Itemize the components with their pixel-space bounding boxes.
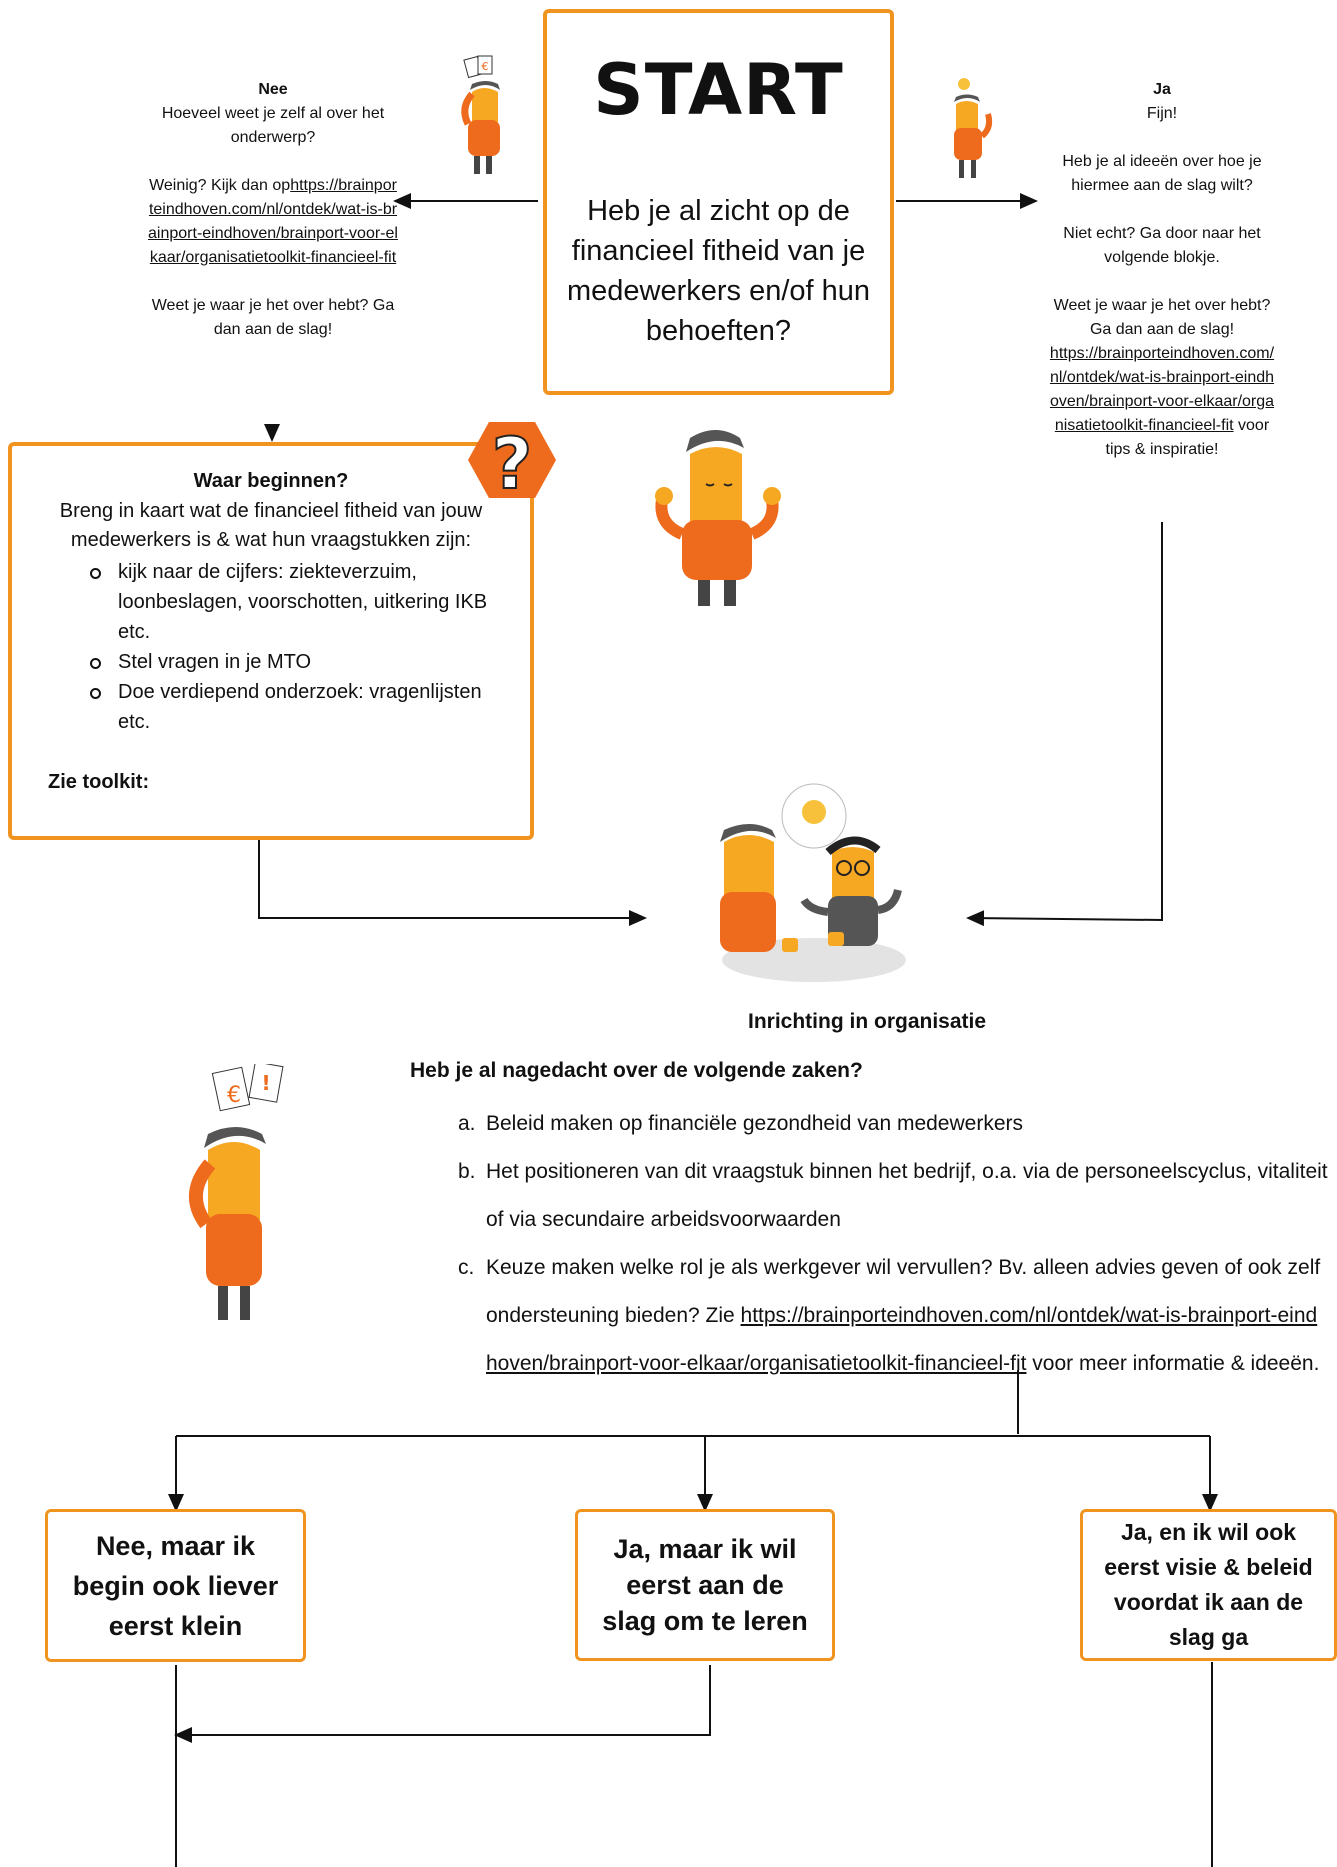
ja-line5: https://brainporteindhoven.com/nl/ontdek… [1046,342,1278,462]
ja-heading: Ja [1153,81,1171,98]
start-box: START Heb je al zicht op de financieel f… [543,9,894,395]
inrichting-question: Heb je al nagedacht over de volgende zak… [410,1059,863,1082]
nee-branch-text: Nee Hoeveel weet je zelf al over het ond… [148,78,398,342]
inrichting-item: c. Keuze maken welke rol je als werkgeve… [408,1244,1328,1388]
item-text-before: Keuze maken welke rol je als werkgever w… [486,1256,1321,1327]
waar-intro: Breng in kaart wat de financieel fitheid… [59,500,483,551]
confident-person-icon [655,430,781,606]
item-marker: b. [458,1160,476,1183]
option-box-visie: Ja, en ik wil ook eerst visie & beleid v… [1080,1509,1337,1661]
inrichting-item: a. Beleid maken op financiële gezondheid… [408,1100,1328,1148]
ja-branch-text: Ja Fijn! Heb je al ideeën over hoe je hi… [1046,78,1278,462]
toolkit-link-left[interactable]: https://brainporteindhoven.com/nl/ontdek… [148,177,398,266]
ja-line3: Niet echt? Ga door naar het volgende blo… [1063,225,1261,266]
waar-bullet: Doe verdiepend onderzoek: vragenlijsten … [74,677,500,737]
waar-bullet: kijk naar de cijfers: ziekteverzuim, loo… [74,557,500,647]
option-label: Ja, maar ik wil eerst aan de slag om te … [602,1534,808,1636]
toolkit-link-inrichting[interactable]: https://brainporteindhoven.com/nl/ontdek… [486,1304,1318,1375]
arrow-ja-to-inrichting [966,522,1163,927]
svg-text:€: € [482,60,489,73]
question-badge-icon: ? [468,422,556,500]
nee-line1: Hoeveel weet je zelf al over het onderwe… [161,105,385,146]
item-marker: a. [458,1112,476,1135]
item-text: Het positioneren van dit vraagstuk binne… [486,1160,1328,1231]
nee-line2: Weinig? Kijk dan ophttps://brainporteind… [148,174,398,270]
waar-title: Waar beginnen? [193,470,349,492]
start-question: Heb je al zicht op de financieel fitheid… [566,195,871,347]
waar-bullets: kijk naar de cijfers: ziekteverzuim, loo… [74,557,500,737]
thinking-person-icon: € ! [188,1064,284,1320]
start-title: START [593,49,844,131]
option-label: Nee, maar ik begin ook liever eerst klei… [72,1530,279,1641]
nee-heading: Nee [258,81,288,98]
meeting-people-icon [720,783,906,982]
option-box-klein: Nee, maar ik begin ook liever eerst klei… [45,1509,306,1662]
inrichting-list: a. Beleid maken op financiële gezondheid… [408,1100,1328,1388]
option-box-leren: Ja, maar ik wil eerst aan de slag om te … [575,1509,835,1661]
inrichting-title: Inrichting in organisatie [748,1010,987,1033]
item-text-after: voor meer informatie & ideeën. [1026,1352,1320,1375]
inrichting-item: b. Het positioneren van dit vraagstuk bi… [408,1148,1328,1244]
item-marker: c. [458,1256,475,1279]
arrow-option-2-merge [174,1665,711,1743]
svg-text:€: € [227,1083,241,1108]
waar-bullet: Stel vragen in je MTO [74,647,500,677]
svg-text:!: ! [261,1071,270,1095]
confused-person-icon: € [461,55,500,174]
question-badge-label: ? [492,423,533,500]
ja-line4: Weet je waar je het over hebt? Ga dan aa… [1053,297,1271,338]
ja-line1: Fijn! [1146,105,1178,122]
option-label: Ja, en ik wil ook eerst visie & beleid v… [1104,1519,1313,1650]
arrow-waar-to-inrichting [258,838,647,926]
idea-person-icon [954,78,993,178]
item-text: Beleid maken op financiële gezondheid va… [486,1112,1023,1135]
ja-line2: Heb je al ideeën over hoe je hiermee aan… [1062,153,1262,194]
toolkit-link-right[interactable]: https://brainporteindhoven.com/nl/ontdek… [1049,345,1275,434]
ja-link-suffix: voor tips & inspiratie! [1105,417,1270,458]
waar-beginnen-box: Waar beginnen? Breng in kaart wat de fin… [8,442,534,840]
nee-line2-prefix: Weinig? Kijk dan op [149,177,291,194]
nee-line3: Weet je waar je het over hebt? Ga dan aa… [151,297,395,338]
toolkit-label: Zie toolkit: [48,771,150,793]
